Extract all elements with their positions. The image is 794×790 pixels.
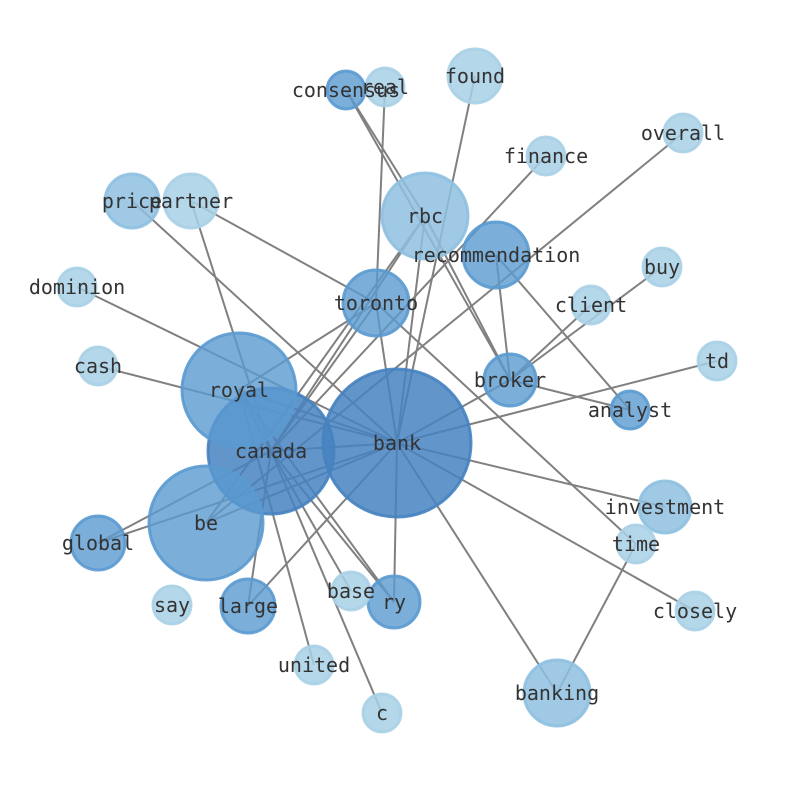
node-label-overall: overall bbox=[641, 121, 725, 145]
node-label-found: found bbox=[445, 64, 505, 88]
label-layer: bank canada royal be rbc toronto recommendatio… bbox=[29, 64, 737, 725]
node-label-bank: bank bbox=[373, 431, 421, 455]
node-investment[interactable] bbox=[637, 479, 693, 535]
node-label-toronto: toronto bbox=[334, 291, 418, 315]
node-analyst[interactable] bbox=[609, 389, 651, 431]
node-label-investment: investment bbox=[605, 495, 725, 519]
node-td[interactable] bbox=[696, 340, 738, 382]
node-real[interactable] bbox=[364, 66, 406, 108]
node-large[interactable] bbox=[219, 577, 277, 635]
node-layer bbox=[56, 47, 738, 734]
node-base[interactable] bbox=[330, 570, 372, 612]
node-label-be: be bbox=[194, 511, 218, 535]
node-buy[interactable] bbox=[641, 246, 683, 288]
node-label-canada: canada bbox=[235, 439, 307, 463]
node-label-c: c bbox=[376, 701, 388, 725]
node-label-buy: buy bbox=[644, 255, 680, 279]
node-label-closely: closely bbox=[653, 599, 737, 623]
node-label-large: large bbox=[218, 594, 278, 618]
node-dominion[interactable] bbox=[56, 266, 98, 308]
node-rbc[interactable] bbox=[380, 171, 470, 261]
node-united[interactable] bbox=[293, 644, 335, 686]
node-label-cash: cash bbox=[74, 354, 122, 378]
node-closely[interactable] bbox=[674, 590, 716, 632]
node-label-rbc: rbc bbox=[407, 204, 443, 228]
node-overall[interactable] bbox=[662, 112, 704, 154]
node-label-global: global bbox=[62, 531, 134, 555]
node-recommendation[interactable] bbox=[461, 220, 531, 290]
node-price[interactable] bbox=[103, 172, 161, 230]
node-say[interactable] bbox=[151, 584, 193, 626]
node-be[interactable] bbox=[147, 464, 265, 582]
node-label-united: united bbox=[278, 653, 350, 677]
node-label-broker: broker bbox=[474, 368, 546, 392]
node-label-say: say bbox=[154, 593, 190, 617]
node-c[interactable] bbox=[361, 692, 403, 734]
node-label-td: td bbox=[705, 349, 729, 373]
node-label-analyst: analyst bbox=[588, 398, 672, 422]
node-found[interactable] bbox=[446, 47, 504, 105]
node-client[interactable] bbox=[570, 284, 612, 326]
node-label-time: time bbox=[612, 532, 660, 556]
node-toronto[interactable] bbox=[341, 268, 411, 338]
node-label-price: price bbox=[102, 189, 162, 213]
node-label-ry: ry bbox=[382, 590, 406, 614]
edge-toronto-partner bbox=[190, 200, 377, 304]
node-label-banking: banking bbox=[515, 681, 599, 705]
node-royal[interactable] bbox=[180, 331, 298, 449]
node-partner[interactable] bbox=[162, 172, 220, 230]
node-label-client: client bbox=[555, 293, 627, 317]
node-label-real: real bbox=[361, 75, 409, 99]
node-finance[interactable] bbox=[525, 135, 567, 177]
node-label-recommendation: recommendation bbox=[412, 243, 581, 267]
node-label-base: base bbox=[327, 579, 375, 603]
node-label-partner: partner bbox=[149, 189, 233, 213]
edge-toronto-real bbox=[375, 86, 386, 304]
edge-toronto-time bbox=[375, 302, 637, 545]
node-label-consensus: consensus bbox=[292, 78, 400, 102]
node-global[interactable] bbox=[69, 514, 127, 572]
node-label-finance: finance bbox=[504, 144, 588, 168]
node-cash[interactable] bbox=[77, 345, 119, 387]
node-banking[interactable] bbox=[522, 658, 592, 728]
node-label-dominion: dominion bbox=[29, 275, 125, 299]
node-broker[interactable] bbox=[482, 352, 538, 408]
node-label-royal: royal bbox=[209, 378, 269, 402]
node-time[interactable] bbox=[615, 523, 657, 565]
